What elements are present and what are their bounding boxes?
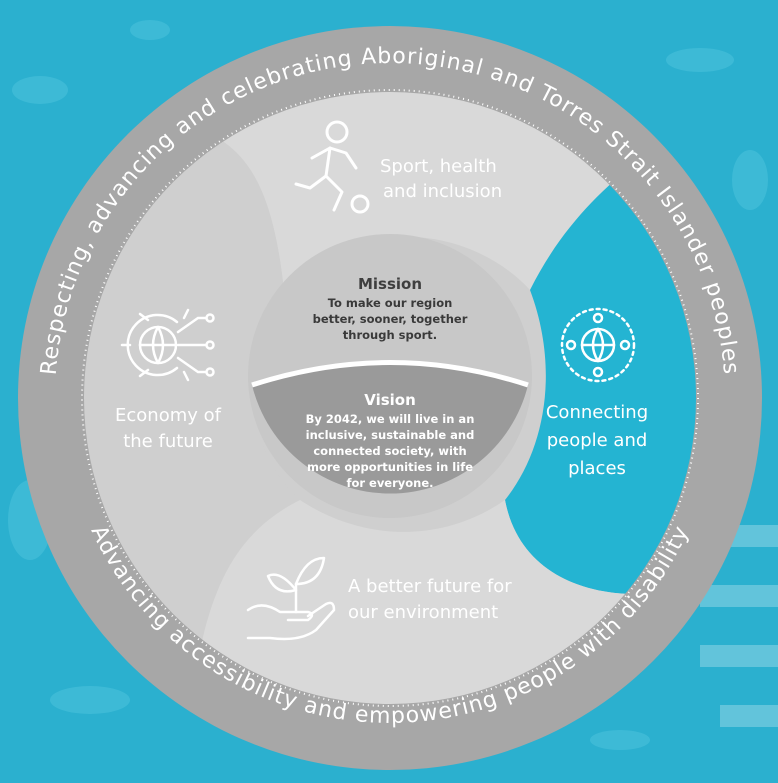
vision-line5: for everyone. [346, 476, 433, 490]
sport-label-line1: Sport, health [380, 156, 497, 177]
vision-line2: inclusive, sustainable and [306, 428, 475, 442]
connecting-label-line2: people and [547, 430, 648, 451]
background-stripes [700, 525, 778, 727]
environment-label-line2: our environment [348, 602, 498, 623]
vision-line3: connected society, with [313, 444, 466, 458]
center-divider [251, 360, 529, 388]
runner-with-ball-icon [294, 120, 370, 214]
economy-label-line2: the future [123, 431, 213, 452]
economy-label-line1: Economy of [115, 405, 222, 426]
sport-label-line2: and inclusion [383, 181, 502, 202]
vision-title: Vision [364, 391, 416, 409]
center-core [248, 234, 532, 518]
connecting-label-line1: Connecting [546, 402, 648, 423]
seedling-in-hand-icon [246, 556, 336, 641]
mission-title: Mission [358, 275, 422, 293]
mission-line2: better, sooner, together [313, 312, 468, 326]
connecting-label-line3: places [568, 458, 626, 479]
mission-line3: through sport. [343, 328, 437, 342]
vision-line1: By 2042, we will live in an [306, 412, 475, 426]
ring-dotted-border [81, 89, 699, 707]
vision-line4: more opportunities in life [307, 460, 473, 474]
environment-label-line1: A better future for [348, 576, 512, 597]
globe-people-icon [560, 307, 636, 383]
gear-globe-circuit-icon [120, 308, 215, 382]
background-pattern [8, 20, 768, 750]
vision-half [252, 362, 528, 494]
mission-line1: To make our region [328, 296, 453, 310]
